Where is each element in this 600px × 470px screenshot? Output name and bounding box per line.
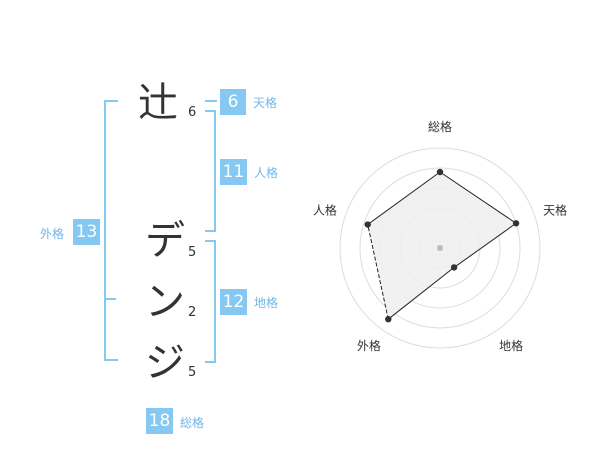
gaikaku-badge: 13 <box>73 219 100 245</box>
chikaku-badge: 12 <box>220 289 247 315</box>
soukaku-badge: 18 <box>146 408 173 434</box>
gaikaku-bracket-tick <box>104 298 116 300</box>
jinkaku-label: 人格 <box>254 166 279 180</box>
radar-point-3 <box>450 264 458 271</box>
name-char-1: 辻 <box>138 80 178 126</box>
radar-axis-label: 人格 <box>313 203 337 218</box>
soukaku-label: 総格 <box>180 416 205 430</box>
gaikaku-label: 外格 <box>40 227 65 241</box>
jinkaku-badge: 11 <box>220 159 247 185</box>
radar-edge <box>367 224 389 320</box>
radar-ring <box>359 167 521 329</box>
stroke-count-3: 2 <box>188 305 197 320</box>
name-char-4: ジ <box>145 340 185 386</box>
radar-area <box>367 172 517 320</box>
radar-edge <box>439 171 517 224</box>
tenkaku-badge: 6 <box>220 89 246 115</box>
radar-axis-label: 外格 <box>357 338 381 353</box>
radar-point-2 <box>512 220 520 227</box>
radar-center <box>437 245 443 251</box>
chikaku-bracket <box>205 240 216 363</box>
tenkaku-connector <box>205 100 217 102</box>
radar-edge <box>387 267 455 320</box>
tenkaku-label: 天格 <box>253 96 278 110</box>
radar-ring <box>339 147 541 349</box>
gaikaku-bracket <box>104 100 118 361</box>
radar-axis-label: 天格 <box>543 203 567 218</box>
name-char-3: ン <box>145 279 185 325</box>
name-char-2: デ <box>145 218 185 264</box>
radar-edge <box>453 222 517 268</box>
radar-point-4 <box>385 315 392 323</box>
radar-edge <box>367 171 441 225</box>
radar-axis-label: 総格 <box>428 119 452 134</box>
radar-point-5 <box>364 221 371 228</box>
radar-point-1 <box>436 168 444 176</box>
stroke-count-2: 5 <box>188 245 197 260</box>
jinkaku-bracket <box>205 110 216 232</box>
radar-axis-label: 地格 <box>499 338 523 353</box>
chikaku-label: 地格 <box>254 296 279 310</box>
stroke-count-1: 6 <box>188 105 197 120</box>
stroke-count-4: 5 <box>188 365 197 380</box>
